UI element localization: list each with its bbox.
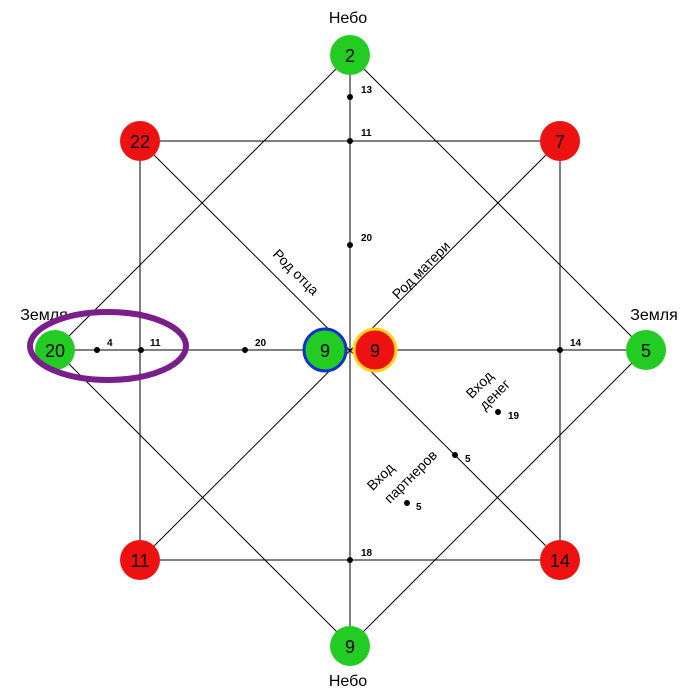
node-bottom-right-value: 14 (550, 551, 570, 571)
node-top-circle (330, 35, 370, 75)
label-right-earth: Земля (630, 307, 678, 324)
label-bottom-sky: Небо (329, 673, 367, 690)
node-top-left-circle (120, 121, 160, 161)
node-bottom-left-value: 11 (131, 551, 150, 571)
point-d-5b (404, 500, 410, 506)
node-top-value: 2 (345, 46, 355, 66)
label-top-sky: Небо (329, 10, 367, 27)
point-v-18 (347, 557, 353, 563)
small-points (94, 94, 563, 563)
node-right-value: 5 (641, 341, 651, 361)
label-v-20: 20 (361, 233, 373, 244)
node-right-circle (626, 330, 666, 370)
node-bottom-left-circle (120, 540, 160, 580)
node-right: 5 (626, 330, 666, 370)
point-v-13 (347, 94, 353, 100)
label-v-11: 11 (361, 128, 372, 139)
point-h-11 (138, 347, 144, 353)
node-bottom-circle (330, 626, 370, 666)
node-left-value: 20 (45, 341, 65, 361)
node-top-left: 22 (120, 121, 160, 161)
label-h-4: 4 (107, 338, 113, 349)
highlight-ellipse (27, 309, 189, 383)
father-line-label: Род отца (270, 246, 322, 298)
point-v-11 (347, 138, 353, 144)
node-center-left: 9 (302, 327, 348, 373)
point-v-20 (347, 242, 353, 248)
node-top: 2 (330, 35, 370, 75)
node-bottom-right: 14 (540, 540, 580, 580)
nodes: 2 9 20 5 22 7 11 14 (35, 35, 666, 666)
node-bottom-left: 11 (120, 540, 160, 580)
label-h-14: 14 (570, 338, 582, 349)
label-h-20: 20 (255, 338, 267, 349)
node-center-left-circle (304, 329, 346, 371)
node-top-left-value: 22 (130, 132, 150, 152)
node-bottom-value: 9 (345, 637, 355, 657)
point-h-4 (94, 347, 100, 353)
label-d-5a: 5 (465, 454, 471, 465)
label-v-13: 13 (361, 85, 373, 96)
label-d-19: 19 (508, 411, 520, 422)
point-d-19 (495, 409, 501, 415)
node-top-right-circle (540, 121, 580, 161)
node-left-circle (35, 330, 75, 370)
diagram-lines (54, 54, 646, 646)
node-top-right: 7 (540, 121, 580, 161)
point-h-20 (242, 347, 248, 353)
node-center-right-circle (354, 329, 396, 371)
node-top-right-value: 7 (555, 132, 565, 152)
node-center-right-value: 9 (370, 341, 380, 361)
point-h-14 (557, 347, 563, 353)
node-center-right-ring (352, 327, 398, 373)
label-d-5b: 5 (416, 502, 422, 513)
node-bottom-right-circle (540, 540, 580, 580)
node-center-left-value: 9 (320, 341, 330, 361)
point-d-5a (452, 452, 458, 458)
small-point-labels: 13 11 20 18 4 11 20 14 19 5 5 (107, 85, 582, 559)
node-bottom: 9 (330, 626, 370, 666)
node-center-left-ring (302, 327, 348, 373)
node-center-right: 9 (352, 327, 398, 373)
label-h-11: 11 (150, 338, 161, 349)
line-labels: Род отца Род матери Вход денег Вход парт… (270, 238, 513, 506)
label-v-18: 18 (361, 548, 373, 559)
axis-labels: Небо Небо Земля Земля (20, 10, 678, 690)
node-left: 20 (35, 330, 75, 370)
mother-line-label: Род матери (389, 238, 453, 302)
